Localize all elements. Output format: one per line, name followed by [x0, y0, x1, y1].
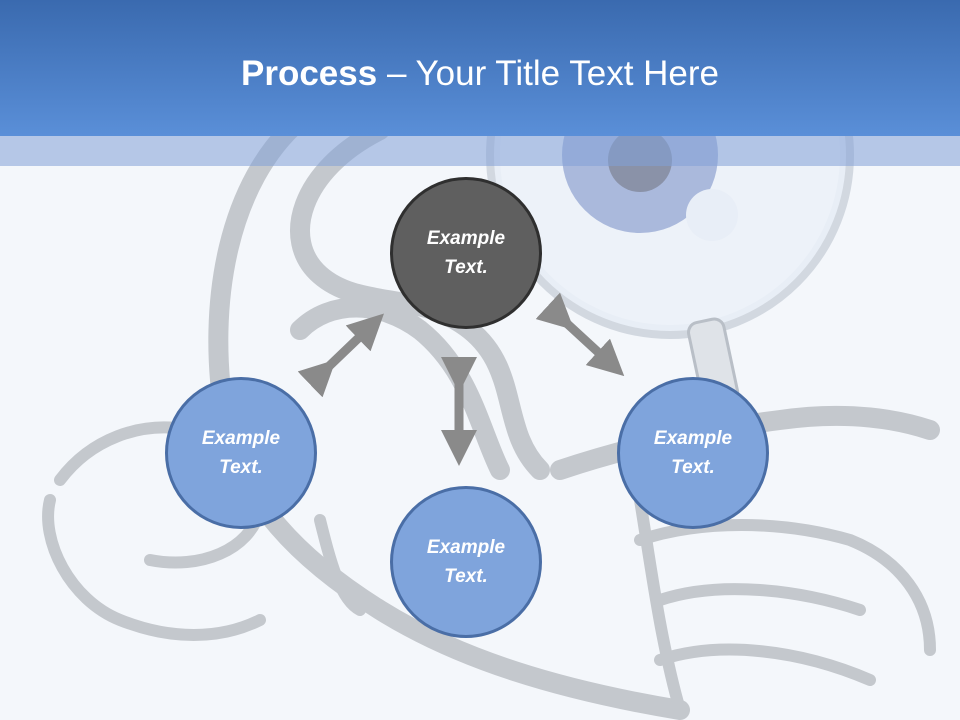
slide-title: Process – Your Title Text Here: [0, 52, 960, 96]
process-node-top-label: Example Text.: [426, 228, 506, 278]
slide-title-rest: – Your Title Text Here: [377, 54, 719, 93]
process-node-left-label: Example Text.: [201, 428, 281, 478]
title-underband: [0, 136, 960, 166]
process-node-bottom: Example Text.: [390, 486, 542, 638]
arrow-top-left: [297, 313, 384, 398]
arrow-top-right: [535, 292, 625, 377]
slide-title-bold: Process: [241, 54, 378, 93]
process-node-top: Example Text.: [390, 177, 542, 329]
process-node-right: Example Text.: [617, 377, 769, 529]
process-node-bottom-label: Example Text.: [426, 537, 506, 587]
title-bar: [0, 0, 960, 136]
process-node-right-label: Example Text.: [653, 428, 733, 478]
process-node-left: Example Text.: [165, 377, 317, 529]
